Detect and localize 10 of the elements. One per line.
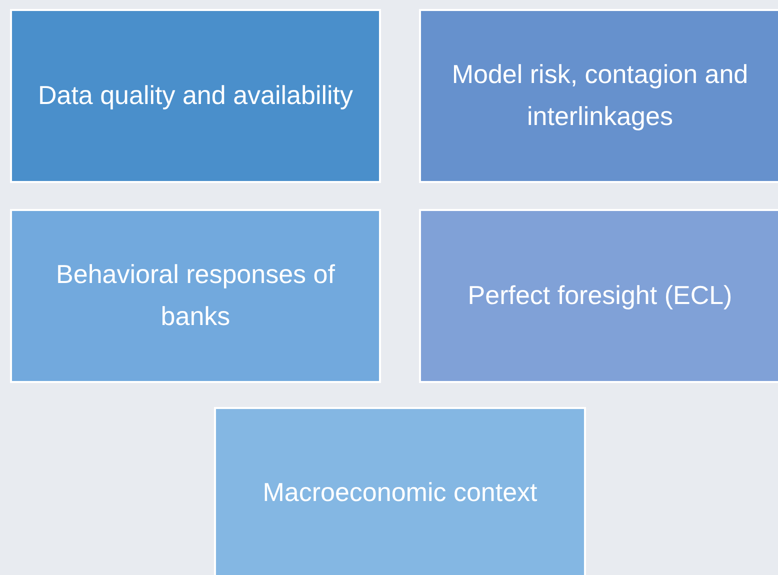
box-label: Perfect foresight (ECL) [468, 279, 732, 312]
topic-box [10, 209, 381, 383]
box-label: Data quality and availability [38, 79, 354, 112]
box-label: Behavioral responses of banks [55, 258, 336, 333]
box-label: Macroeconomic context [262, 476, 538, 510]
topic-box [419, 9, 778, 183]
box-label: Model risk, contagion and interlinkages [450, 58, 750, 133]
topic-box [419, 209, 778, 383]
topic-box [214, 407, 586, 575]
topic-box [10, 9, 381, 183]
